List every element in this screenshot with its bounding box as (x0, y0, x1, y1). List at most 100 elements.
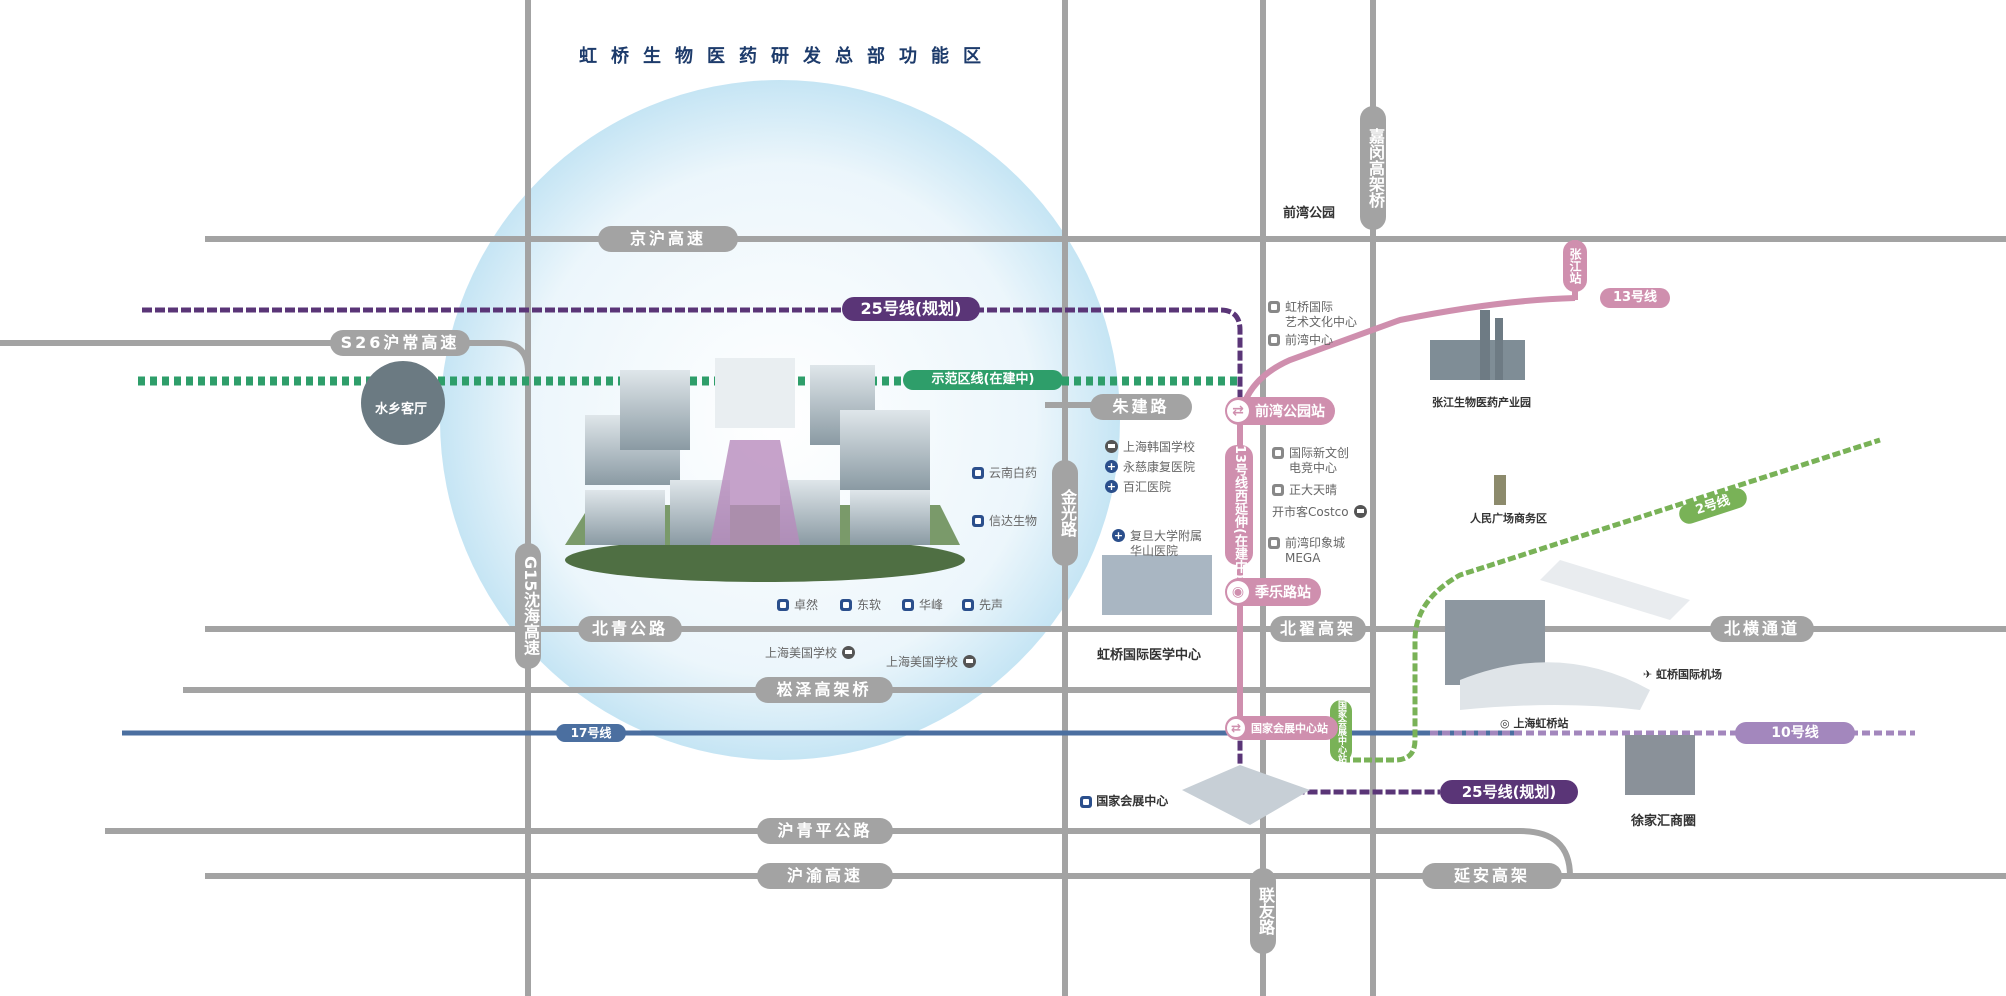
building-icon (1272, 447, 1284, 459)
poi-label: 卓然 (794, 598, 819, 612)
road-label-lianyou: 联友路 (1250, 868, 1276, 954)
hq-building-cluster (565, 358, 965, 582)
poi-us-school-1: 上海美国学校 (765, 646, 856, 661)
building-icon (1268, 334, 1280, 346)
poi-label: 先声 (979, 598, 1004, 612)
poi-huashan: + 复旦大学附属华山医院 (1112, 529, 1202, 559)
station-jile: ◉ 季乐路站 (1225, 578, 1321, 606)
poi-yongci: + 永慈康复医院 (1105, 460, 1195, 475)
building-icon (1268, 301, 1280, 313)
poi-label-stack: 国际新文创电竞中心 (1289, 446, 1349, 476)
poi-baihui: + 百汇医院 (1105, 480, 1171, 495)
poi-label: 艺术文化中心 (1285, 315, 1358, 329)
poi-xiansheng: 先声 (962, 598, 1003, 613)
place-qianwan-park: 前湾公园 (1283, 206, 1336, 221)
metro-label-line25b: 25号线(规划) (1440, 780, 1578, 804)
poi-label: 永慈康复医院 (1123, 460, 1196, 474)
road-huqingping (105, 828, 1573, 877)
poi-us-school-2: 上海美国学校 (886, 655, 977, 670)
road-label-zhujian: 朱建路 (1090, 394, 1192, 420)
metro-label-line25: 25号线(规划) (842, 297, 980, 321)
poi-xinwen: 国际新文创电竞中心 (1272, 446, 1349, 476)
building-icon (972, 467, 984, 479)
school-icon (963, 655, 977, 668)
road-label-g15: G15沈海高速 (515, 543, 541, 669)
poi-label: 上海美国学校 (886, 655, 959, 669)
road-label-jiamin: 嘉闵高架桥 (1360, 106, 1386, 230)
metro-label-demo-station: 国家会展中心站 (1330, 700, 1352, 763)
poi-costco: 开市客Costco (1272, 505, 1367, 520)
road-label-beiheng: 北横通道 (1710, 616, 1814, 642)
poi-label: 上海韩国学校 (1123, 440, 1196, 454)
place-zhangjiang-park: 张江生物医药产业园 (1432, 396, 1531, 409)
poi-label: 正大天晴 (1289, 483, 1338, 497)
road-label-beizhai: 北翟高架 (1270, 616, 1366, 642)
station-qianwan: ⇄ 前湾公园站 (1225, 397, 1335, 425)
road-label-yanan: 延安高架 (1422, 863, 1562, 889)
poi-label: 华峰 (919, 598, 944, 612)
peoples-square-photo (1494, 475, 1506, 505)
poi-label: MEGA (1285, 551, 1321, 565)
poi-label: 云南白药 (989, 466, 1038, 480)
poi-hq-art: 虹桥国际艺术文化中心 (1268, 300, 1357, 330)
poi-label: 前湾印象城 (1285, 536, 1346, 550)
expo-center-photo (1182, 765, 1310, 825)
poi-dongruan: 东软 (840, 598, 881, 613)
poi-xinda: 信达生物 (972, 514, 1037, 529)
xujiahui-photo (1625, 735, 1695, 795)
med-center-photo (1102, 555, 1212, 615)
building-icon (840, 599, 852, 611)
shopping-cart-icon (1353, 505, 1367, 518)
station-expo-label: 国家会展中心站 (1251, 722, 1328, 735)
road-s26 (0, 340, 531, 373)
road-label-jinghu: 京沪高速 (598, 226, 738, 252)
station-jile-label: 季乐路站 (1255, 585, 1311, 601)
school-icon (842, 646, 856, 659)
place-xujiahui: 徐家汇商圈 (1631, 814, 1697, 829)
poi-label: 虹桥国际 (1285, 300, 1334, 314)
poi-label: 国际新文创 (1289, 446, 1350, 460)
road-label-huyu: 沪渝高速 (757, 863, 893, 889)
road-label-songze: 崧泽高架桥 (755, 677, 893, 703)
poi-label: 上海美国学校 (765, 646, 838, 660)
building-icon (972, 515, 984, 527)
place-expo-center-label: 国家会展中心 (1096, 794, 1169, 808)
poi-label: 电竞中心 (1289, 461, 1338, 475)
place-airport-label: 虹桥国际机场 (1656, 668, 1723, 681)
road-label-s26: S26沪常高速 (330, 330, 470, 356)
metro-label-demo: 示范区线(在建中) (903, 370, 1063, 390)
hub-photo (1445, 560, 1690, 710)
poi-huafeng: 华峰 (902, 598, 943, 613)
poi-label-stack: 复旦大学附属华山医院 (1130, 529, 1202, 559)
place-hongqiao-station: ◎ 上海虹桥站 (1500, 717, 1569, 730)
hospital-icon: + (1105, 460, 1118, 473)
school-icon (1105, 440, 1118, 453)
road-label-beiqing: 北青公路 (578, 616, 682, 642)
transfer-icon: ⇄ (1227, 400, 1249, 422)
hospital-icon: + (1112, 529, 1125, 542)
place-shuixiang: 水乡客厅 (375, 402, 428, 417)
building-icon (777, 599, 789, 611)
poi-label: 百汇医院 (1123, 480, 1172, 494)
metro-line-2 (1342, 437, 1881, 763)
poi-zhuoran: 卓然 (777, 598, 818, 613)
poi-label-stack: 虹桥国际艺术文化中心 (1285, 300, 1357, 330)
zhangjiang-skyline-photo (1430, 310, 1525, 380)
hospital-icon: + (1105, 480, 1118, 493)
station-qianwan-label: 前湾公园站 (1255, 404, 1325, 420)
place-med-center: 虹桥国际医学中心 (1097, 648, 1202, 663)
station-expo: ⇄ 国家会展中心站 (1225, 716, 1338, 740)
metro-label-line13: 13号线 (1600, 288, 1670, 308)
building-icon (1080, 796, 1092, 808)
metro-icon: ◉ (1227, 581, 1249, 603)
poi-label: 开市客Costco (1272, 505, 1349, 519)
building-icon (902, 599, 914, 611)
metro-line-25 (142, 307, 1440, 795)
transfer-icon: ⇄ (1227, 719, 1245, 737)
building-icon (1272, 484, 1284, 496)
poi-zhengda: 正大天晴 (1272, 483, 1337, 498)
shuixiang-photo (361, 361, 445, 445)
road-label-jinguang: 金光路 (1052, 460, 1078, 566)
